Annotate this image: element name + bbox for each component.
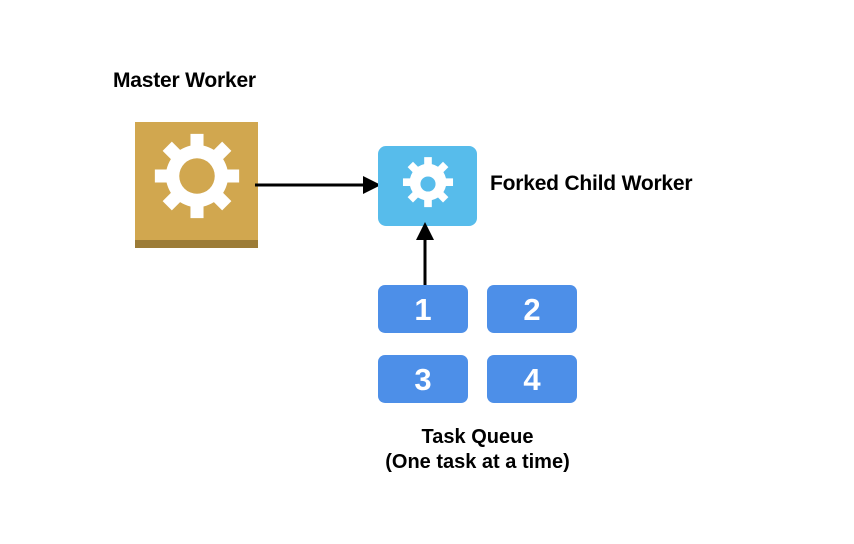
dequeue-arrow — [416, 222, 434, 288]
task-box-1[interactable]: 1 — [378, 285, 468, 333]
task-queue-caption: Task Queue (One task at a time) — [355, 425, 600, 475]
task-queue-caption-line1: Task Queue — [421, 426, 534, 448]
task-box-2[interactable]: 2 — [487, 285, 577, 333]
task-box-3[interactable]: 3 — [378, 355, 468, 403]
forked-child-worker-label: Forked Child Worker — [490, 172, 693, 195]
gear-icon — [400, 156, 456, 217]
master-worker-node[interactable] — [135, 122, 258, 248]
task-queue-caption-line2: (One task at a time) — [385, 451, 570, 473]
master-worker-base-strip — [135, 240, 258, 248]
task-queue: 1 2 3 4 — [378, 285, 577, 403]
child-worker-node[interactable] — [378, 146, 477, 226]
task-box-4[interactable]: 4 — [487, 355, 577, 403]
master-worker-label: Master Worker — [113, 69, 256, 92]
gear-icon — [149, 131, 245, 232]
master-worker-gear-wrap — [135, 122, 258, 240]
fork-arrow — [255, 176, 381, 194]
